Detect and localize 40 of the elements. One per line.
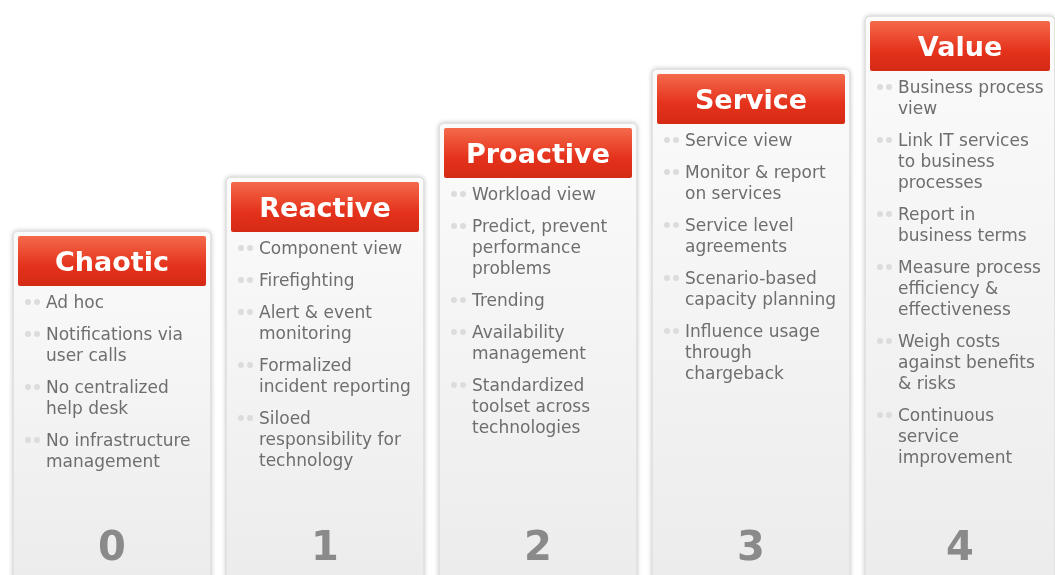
bullet-text: Notifications via user calls <box>46 324 184 366</box>
bullet-text: No centralized help desk <box>46 377 170 419</box>
bullet-text: Alert & event monitoring <box>259 302 373 344</box>
level-number: 0 <box>97 523 127 571</box>
level-number: 2 <box>523 523 553 571</box>
bullet-text: Monitor & report on services <box>685 162 827 204</box>
stage-heading: Proactive <box>444 128 632 178</box>
bullet-text: Measure process efficiency & effectiveness <box>898 257 1042 320</box>
bullet-text: Link IT services to business processes <box>898 130 1030 193</box>
bullet-text: No infrastructure management <box>46 430 192 472</box>
bullet-text: Scenario-based capacity planning <box>685 268 837 310</box>
bullet-text: Ad hoc <box>46 292 105 313</box>
bullet-text: Trending <box>472 290 545 311</box>
stage-heading: Reactive <box>231 182 419 232</box>
bullet-text: Service level agreements <box>685 215 795 257</box>
stage-column <box>12 230 212 575</box>
bullet-text: Siloed responsibility for technology <box>259 408 402 471</box>
bullet-text: Availability management <box>472 322 587 364</box>
bullet-text: Weigh costs against benefits & risks <box>898 331 1036 394</box>
bullet-text: Influence usage through chargeback <box>685 321 821 384</box>
bullet-text: Business process view <box>898 77 1045 119</box>
stage-column <box>651 68 851 575</box>
stage-column <box>864 15 1055 575</box>
bullet-text: Formalized incident reporting <box>259 355 412 397</box>
stage-heading: Service <box>657 74 845 124</box>
bullet-text: Firefighting <box>259 270 355 291</box>
level-number: 4 <box>945 523 975 571</box>
level-number: 3 <box>736 523 766 571</box>
bullet-text: Component view <box>259 238 403 259</box>
bullet-text: Continuous service improvement <box>898 405 1014 468</box>
stage-column <box>225 176 425 575</box>
bullet-text: Workload view <box>472 184 596 205</box>
bullet-text: Standardized toolset across technologies <box>472 375 592 438</box>
stage-heading: Value <box>870 21 1050 71</box>
bullet-text: Report in business terms <box>898 204 1028 246</box>
stage-column <box>438 122 638 575</box>
stage-heading: Chaotic <box>18 236 206 286</box>
level-number: 1 <box>310 523 340 571</box>
bullet-text: Service view <box>685 130 793 151</box>
bullet-text: Predict, prevent performance problems <box>472 216 609 279</box>
